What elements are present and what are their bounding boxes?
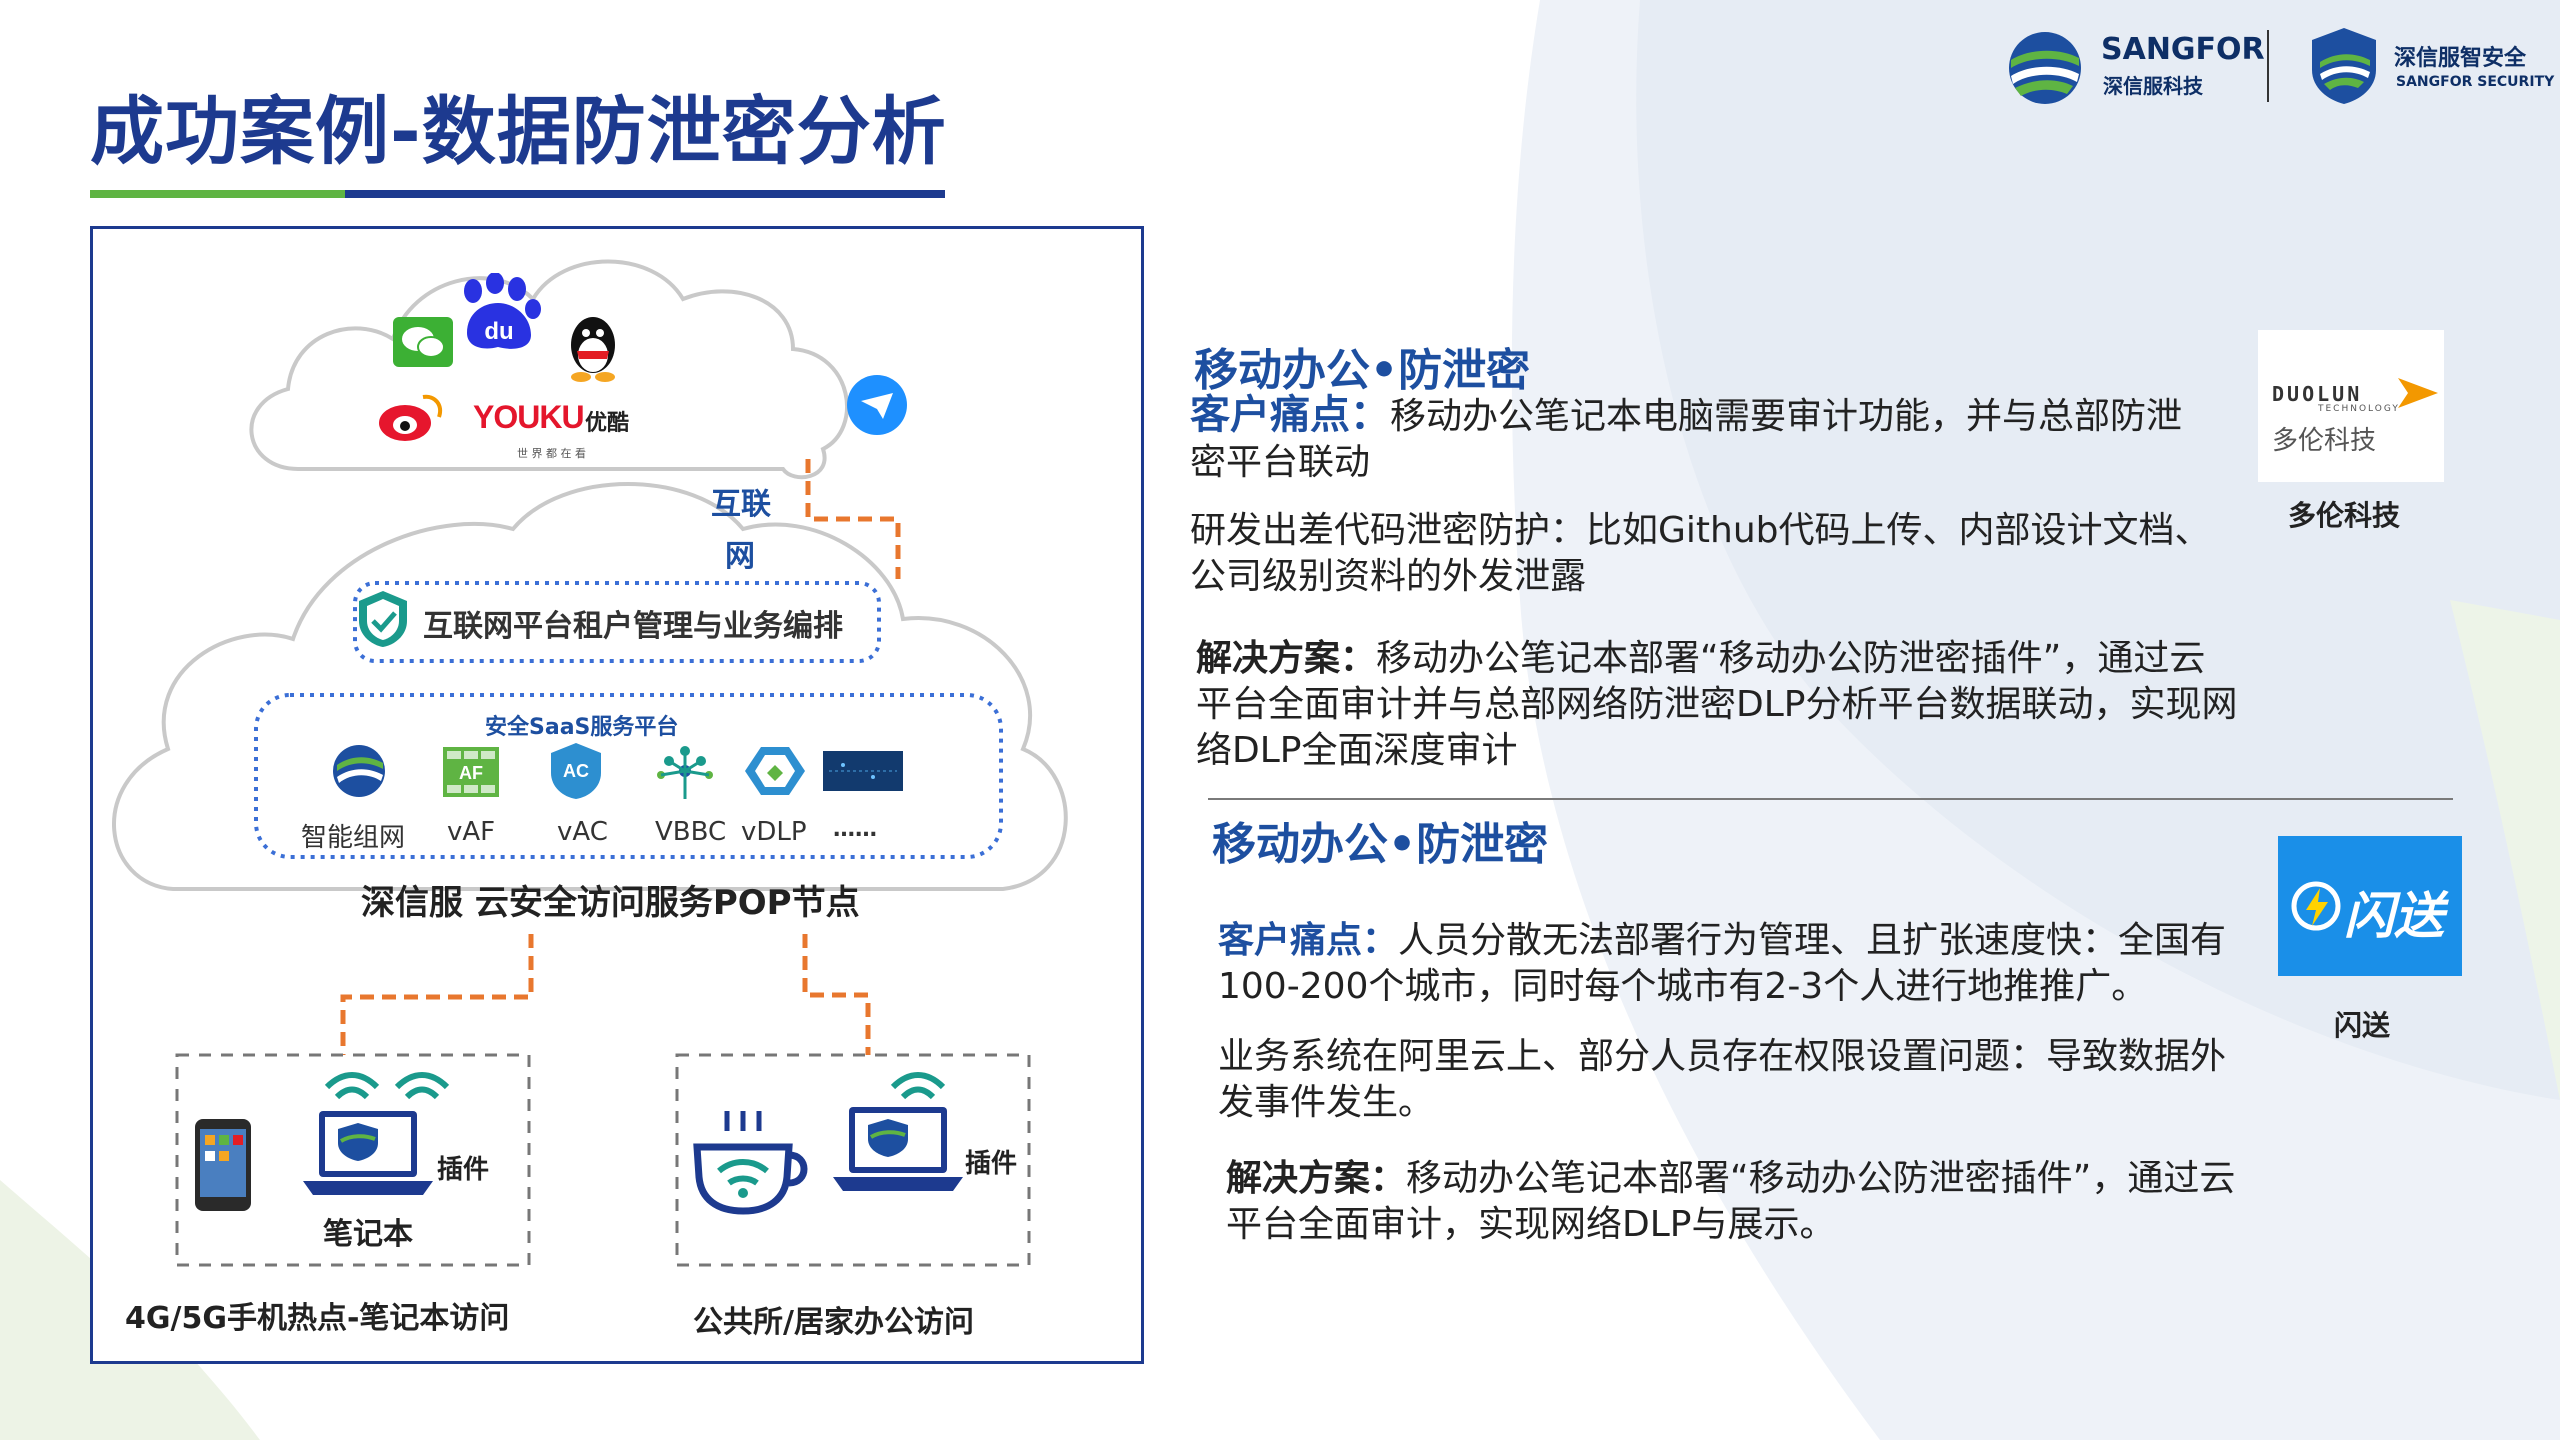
- shansong-logo: 闪送: [2278, 836, 2462, 976]
- case2-solution-text-1: 移动办公笔记本部署“移动办公防泄密插件”，通过云: [1406, 1158, 2236, 1199]
- case2-pain-text-1: 人员分散无法部署行为管理、且扩张速度快：全国有: [1398, 920, 2227, 961]
- case1-dev-text-1: 研发出差代码泄密防护：比如Github代码上传、内部设计文档、: [1190, 510, 2211, 551]
- weibo-icon: [379, 394, 442, 441]
- coffee-wifi-icon: [693, 1111, 808, 1215]
- af-icon: AF: [443, 747, 499, 797]
- case1-dev-text-2: 公司级别资料的外发泄露: [1190, 556, 1587, 597]
- right-access-box: [675, 1053, 1031, 1267]
- right-box-caption: 公共所/居家办公访问: [693, 1305, 974, 1340]
- security-shield-icon: [2312, 28, 2376, 104]
- dlp-icon: [745, 747, 805, 795]
- more-icon: [823, 751, 903, 791]
- case2-heading: 移动办公•防泄密: [1212, 819, 1549, 870]
- case2-company: 闪送: [2334, 1009, 2391, 1042]
- plugin-label: 插件: [965, 1149, 1018, 1179]
- left-box-caption: 4G/5G手机热点-笔记本访问: [125, 1301, 510, 1336]
- shansong-logo-text: 闪送: [2344, 887, 2444, 945]
- saas-item-label: ……: [833, 817, 877, 842]
- case1-company: 多伦科技: [2288, 499, 2401, 532]
- pop-label: 深信服 云安全访问服务POP节点: [361, 883, 860, 923]
- case1-solution-text-2: 平台全面审计并与总部网络防泄密DLP分析平台数据联动，实现网: [1196, 684, 2238, 725]
- duolun-logo-cn: 多伦科技: [2272, 426, 2377, 456]
- sdwan-icon: [333, 745, 385, 797]
- sangfor-cn: 深信服科技: [2103, 74, 2203, 98]
- sangfor-globe-icon: [2009, 32, 2081, 104]
- left-access-box: [175, 1053, 531, 1267]
- vbbc-icon: [657, 746, 713, 799]
- saas-item-label: 智能组网: [301, 823, 406, 853]
- case1-pain-label: 客户痛点：: [1190, 392, 1390, 438]
- wifi-icon: [394, 1072, 450, 1100]
- case2-solution: 解决方案：移动办公笔记本部署“移动办公防泄密插件”，通过云 平台全面审计，实现网…: [1226, 1156, 2346, 1248]
- wifi-icon: [890, 1072, 946, 1100]
- case2-biz-text-1: 业务系统在阿里云上、部分人员存在权限设置问题：导致数据外: [1218, 1036, 2227, 1077]
- title-underline-blue: [345, 190, 945, 198]
- ac-icon: AC: [551, 743, 601, 799]
- saas-item-label: VBBC: [655, 817, 727, 847]
- laptop-icon: [303, 1111, 433, 1195]
- case1-solution-label: 解决方案：: [1196, 638, 1377, 679]
- case2-pain: 客户痛点：人员分散无法部署行为管理、且扩张速度快：全国有 100-200个城市，…: [1218, 918, 2278, 1010]
- case2-biz: 业务系统在阿里云上、部分人员存在权限设置问题：导致数据外 发事件发生。: [1218, 1034, 2298, 1126]
- internet-label-1: 互联: [711, 487, 771, 522]
- youku-logo: YOUKU 优酷 世 界 都 在 看: [473, 399, 643, 469]
- internet-label-2: 网: [725, 539, 755, 574]
- saas-item-label: vDLP: [741, 817, 807, 847]
- platform-label: 互联网平台租户管理与业务编排: [423, 609, 843, 644]
- youku-wordmark: YOUKU: [473, 399, 585, 435]
- duolun-logo-sub: TECHNOLOGY: [2318, 404, 2400, 414]
- feishu-icon: [847, 375, 907, 435]
- lightning-icon: [2291, 881, 2341, 931]
- sangfor-security-logo: 深信服智安全 SANGFOR SECURITY: [2308, 26, 2554, 110]
- laptop-icon: [833, 1107, 963, 1191]
- svg-text:du: du: [484, 318, 513, 345]
- case1-solution-text-3: 络DLP全面深度审计: [1196, 730, 1518, 771]
- wifi-icon: [324, 1072, 380, 1100]
- case2-pain-text-2: 100-200个城市，同时每个城市有2-3个人进行地推推广。: [1218, 966, 2148, 1007]
- architecture-diagram: du YOUKU 优酷 世 界 都 在 看 互联 网 互联网平台租户管理与业务编…: [90, 226, 1144, 1364]
- youku-cn: 优酷: [585, 411, 630, 436]
- duolun-logo-en: DUOLUN: [2272, 382, 2363, 406]
- ac-badge: AC: [563, 761, 589, 781]
- laptop-label: 笔记本: [323, 1217, 413, 1252]
- wechat-icon: [393, 317, 453, 367]
- saas-title: 安全SaaS服务平台: [485, 715, 679, 740]
- duolun-logo: DUOLUN TECHNOLOGY 多伦科技: [2258, 330, 2444, 482]
- case1-pain: 客户痛点：移动办公笔记本电脑需要审计功能，并与总部防泄 密平台联动: [1190, 392, 2250, 486]
- shield-icon: [359, 591, 407, 647]
- qq-icon: [571, 317, 615, 382]
- case1-pain-text-1: 移动办公笔记本电脑需要审计功能，并与总部防泄: [1390, 396, 2183, 437]
- baidu-icon: du: [464, 273, 541, 349]
- security-cn: 深信服智安全: [2394, 46, 2527, 71]
- youku-slogan: 世 界 都 在 看: [517, 447, 586, 460]
- sangfor-name: SANGFOR: [2101, 32, 2265, 67]
- page-title: 成功案例-数据防泄密分析: [90, 89, 947, 175]
- sangfor-logo: SANGFOR 深信服科技: [2005, 26, 2265, 110]
- case1-pain-text-2: 密平台联动: [1190, 442, 1371, 483]
- case1-heading: 移动办公•防泄密: [1194, 345, 1531, 396]
- security-en: SANGFOR SECURITY: [2396, 74, 2555, 90]
- duolun-arrow-icon: [2398, 378, 2438, 408]
- case1-dev: 研发出差代码泄密防护：比如Github代码上传、内部设计文档、 公司级别资料的外…: [1190, 508, 2290, 600]
- case2-biz-text-2: 发事件发生。: [1218, 1082, 1435, 1123]
- section-divider: [1208, 798, 2453, 800]
- af-badge: AF: [459, 763, 483, 783]
- saas-item-label: vAF: [447, 817, 496, 847]
- plugin-label: 插件: [437, 1155, 490, 1185]
- case1-solution: 解决方案：移动办公笔记本部署“移动办公防泄密插件”，通过云 平台全面审计并与总部…: [1196, 636, 2316, 774]
- title-underline-green: [90, 190, 345, 198]
- case2-pain-label: 客户痛点：: [1218, 920, 1399, 961]
- case2-solution-text-2: 平台全面审计，实现网络DLP与展示。: [1226, 1204, 1836, 1245]
- logo-divider: [2267, 30, 2269, 102]
- saas-item-label: vAC: [557, 817, 608, 847]
- case1-solution-text-1: 移动办公笔记本部署“移动办公防泄密插件”，通过云: [1376, 638, 2206, 679]
- smartphone-icon: [195, 1119, 251, 1211]
- case2-solution-label: 解决方案：: [1226, 1158, 1407, 1199]
- platform-box: [353, 581, 881, 663]
- saas-box: [254, 693, 1003, 859]
